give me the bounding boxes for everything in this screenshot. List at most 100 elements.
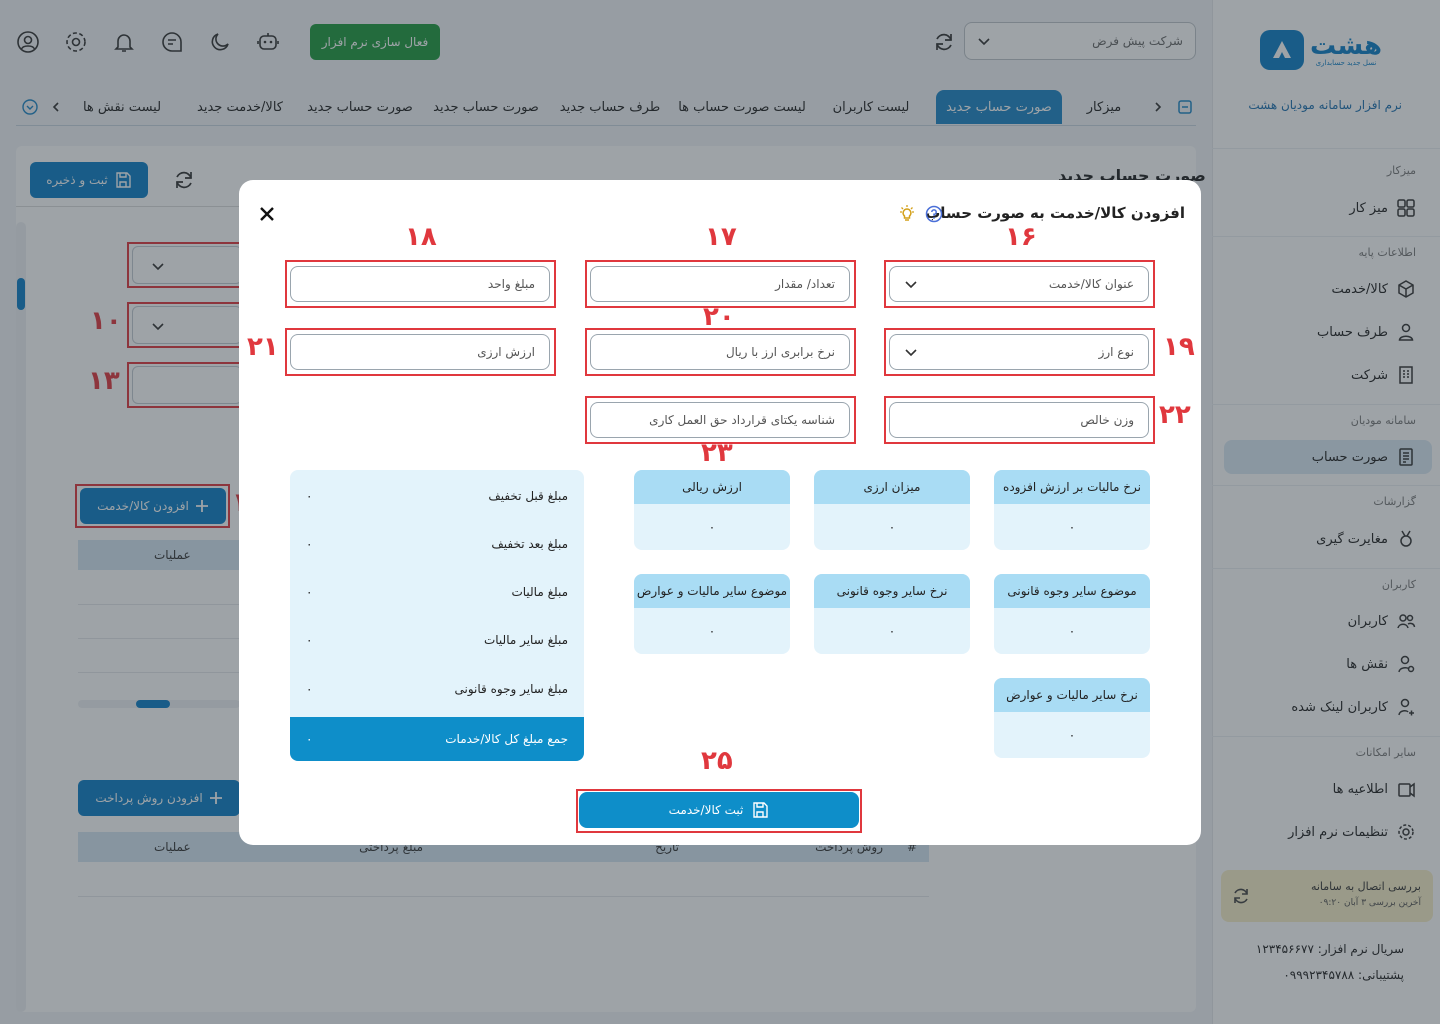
submit-item-button-label: ثبت کالا/خدمت [668,803,744,817]
background-select[interactable] [132,246,242,284]
summary-label: مبلغ مالیات [511,585,568,599]
annotation-number: ۱۸ [405,222,437,252]
chat-icon[interactable] [160,30,184,54]
section-title-workspace: میزکار [1386,164,1416,177]
tabs-scroll-left-icon[interactable] [46,90,66,124]
net-weight-input[interactable]: وزن خالص [889,402,1149,438]
tab-new-goods[interactable]: کالا/خدمت جدید [197,99,283,115]
page-scrollbar[interactable] [16,222,26,1012]
currency-value-placeholder: ارزش ارزی [477,345,535,359]
table-row [78,672,240,673]
card-value: ۰ [888,520,896,534]
sidebar: هشت نسل جدید حسابداری نرم افزار سامانه م… [1212,0,1440,1024]
unit-price-placeholder: مبلغ واحد [487,277,535,291]
add-item-button-label: افزودن کالا/خدمت [97,499,189,513]
sidebar-item-linked-users[interactable]: کاربران لینک شده [1291,693,1416,721]
sidebar-item-users[interactable]: کاربران [1348,607,1416,635]
tab-new-invoice[interactable]: صورت حساب جدید [433,99,539,115]
sidebar-item-company[interactable]: شرکت [1351,361,1416,389]
quantity-placeholder: تعداد/ مقدار [775,277,835,291]
rial-value-card: ارزش ریالی ۰ [634,470,790,550]
submit-item-button[interactable]: ثبت کالا/خدمت [579,792,859,828]
sidebar-item-label: کالا/خدمت [1331,281,1388,297]
tip-bulb-icon[interactable] [897,204,917,224]
section-title-users: کاربران [1381,578,1416,591]
summary-value: ۰ [306,633,313,647]
profile-icon[interactable] [16,30,40,54]
contract-id-input[interactable]: شناسه یکتای قرارداد حق العمل کاری [590,402,850,438]
divider [1212,236,1440,237]
tab-list-icon[interactable] [1174,90,1196,124]
sidebar-item-settings[interactable]: تنظیمات نرم افزار [1288,818,1416,846]
currency-value-input[interactable]: ارزش ارزی [290,334,550,370]
section-title-reports: گزارشات [1373,495,1416,508]
unit-price-input[interactable]: مبلغ واحد [290,266,550,302]
sidebar-item-label: نقش ها [1346,656,1388,672]
brand-name: هشت [1309,31,1382,61]
add-payment-button[interactable]: افزودن روش پرداخت [78,780,240,816]
table-hscrollbar-thumb[interactable] [136,700,170,708]
card-label: نرخ مالیات بر ارزش افزوده [994,470,1150,504]
settings-icon[interactable] [64,30,88,54]
background-input[interactable] [132,366,242,404]
refresh-icon [1234,888,1248,904]
building-icon [1399,366,1413,384]
refresh-icon[interactable] [932,30,956,54]
item-title-select[interactable]: عنوان کالا/خدمت [889,266,1149,302]
other-legal-funds-rate-card: نرخ سایر وجوه قانونی ۰ [814,574,970,654]
card-label: موضوع سایر مالیات و عوارض [634,574,790,608]
annotation-number: ۱۳ [88,366,120,396]
tab-users-list[interactable]: لیست کاربران [832,99,910,115]
annotation-number: ۲۱ [247,332,279,362]
card-label: میزان ارزی [814,470,970,504]
card-value: ۰ [888,624,896,638]
notification-bell-icon[interactable] [112,30,136,54]
quantity-input[interactable]: تعداد/ مقدار [590,266,850,302]
sidebar-item-invoice[interactable]: صورت حساب [1312,443,1416,471]
activate-software-button[interactable]: فعال سازی نرم افزار [310,24,440,60]
currency-type-select[interactable]: نوع ارز [889,334,1149,370]
highlight-box [75,484,230,528]
help-icon[interactable] [925,205,943,223]
add-payment-button-label: افزودن روش پرداخت [95,791,203,805]
annotation-number: ۱۰ [90,306,122,336]
tab-dashboard[interactable]: میزکار [1086,99,1122,115]
highlight-box [585,328,856,376]
summary-total-row: جمع مبلغ کل کالا/خدمات ۰ [290,717,584,761]
page-scrollbar-thumb[interactable] [17,278,25,310]
tabs-scroll-right-icon[interactable] [1148,90,1168,124]
tab-new-account-party[interactable]: طرف حساب جدید [559,99,661,115]
card-value: ۰ [1068,520,1076,534]
sidebar-item-notices[interactable]: اطلاعیه ها [1333,775,1416,803]
user-role-icon [1398,655,1415,673]
summary-label: مبلغ سایر وجوه قانونی [454,682,569,696]
close-icon[interactable] [257,204,277,224]
sidebar-item-reconciliation[interactable]: مغایرت گیری [1316,525,1416,553]
connection-last-check: آخرین بررسی ۳ آبان ۰۹:۲۰ [1318,898,1421,908]
card-label: موضوع سایر وجوه قانونی [994,574,1150,608]
add-item-button[interactable]: افزودن کالا/خدمت [80,488,226,524]
reload-icon[interactable] [172,168,196,192]
sidebar-item-roles[interactable]: نقش ها [1346,650,1416,678]
payments-col-index: # [906,840,917,854]
currency-type-placeholder: نوع ارز [1098,345,1134,359]
tab-new-invoice-active[interactable]: صورت حساب جدید [936,90,1062,124]
tab-new-invoice[interactable]: صورت حساب جدید [307,99,413,115]
connection-check[interactable]: بررسی اتصال به سامانه آخرین بررسی ۳ آبان… [1221,870,1433,922]
save-button[interactable]: ثبت و ذخیره [30,162,148,198]
chevron-down-icon [152,323,164,331]
tabs-menu-icon[interactable] [20,90,40,124]
sidebar-item-dashboard[interactable]: میز کار [1349,194,1416,222]
support-bot-icon[interactable] [256,30,280,54]
notice-icon [1398,782,1415,798]
other-taxes-subject-card: موضوع سایر مالیات و عوارض ۰ [634,574,790,654]
dark-mode-moon-icon[interactable] [208,30,232,54]
annotation-number: ۲۲ [1159,400,1191,430]
background-select[interactable] [132,306,242,344]
tab-invoices-list[interactable]: لیست صورت حساب ها [678,99,806,115]
exchange-rate-input[interactable]: نرخ برابری ارز با ریال [590,334,850,370]
company-select[interactable]: شرکت پیش فرض [964,22,1196,60]
sidebar-item-account-party[interactable]: طرف حساب [1317,318,1416,346]
tab-roles-list[interactable]: لیست نقش ها [82,99,162,115]
sidebar-item-goods[interactable]: کالا/خدمت [1331,275,1416,303]
